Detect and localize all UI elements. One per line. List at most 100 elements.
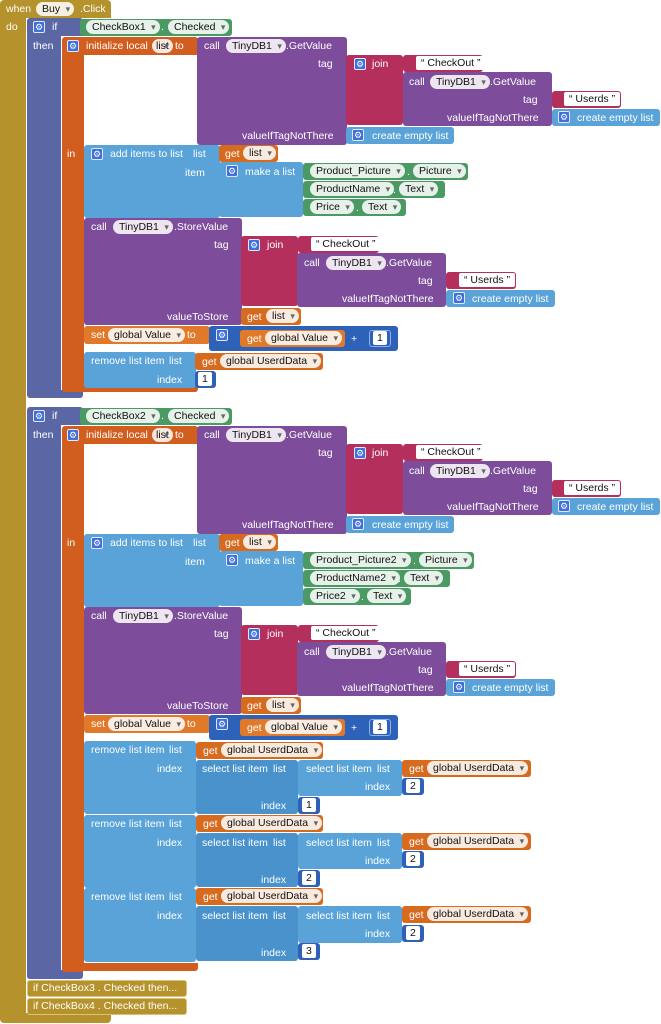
- property-dropdown[interactable]: Text: [404, 571, 444, 585]
- tinydb-dropdown[interactable]: TinyDB1: [226, 39, 286, 53]
- tinydb-dropdown[interactable]: TinyDB1: [113, 220, 173, 234]
- remove-list-item-block[interactable]: [84, 815, 196, 888]
- number-value[interactable]: 2: [406, 926, 420, 940]
- gear-icon[interactable]: ⚙: [67, 40, 79, 52]
- create-empty-list-block[interactable]: [346, 127, 454, 144]
- property-dropdown[interactable]: Text: [399, 182, 439, 196]
- select-list-item-inner[interactable]: [298, 760, 402, 796]
- var-dropdown[interactable]: list: [266, 309, 299, 323]
- global-var-dropdown[interactable]: global UserdData: [427, 907, 529, 921]
- number-value[interactable]: 2: [302, 871, 316, 885]
- gear-icon[interactable]: ⚙: [352, 518, 364, 530]
- global-var-dropdown[interactable]: global UserdData: [221, 816, 323, 830]
- remove-list-item-block[interactable]: [84, 888, 196, 962]
- gear-icon[interactable]: ⚙: [453, 681, 465, 693]
- global-var-dropdown[interactable]: global Value: [108, 328, 186, 342]
- tinydb-dropdown[interactable]: TinyDB1: [430, 75, 490, 89]
- number-value[interactable]: 1: [373, 331, 387, 345]
- number-value[interactable]: 1: [302, 798, 316, 812]
- tinydb-getvalue-block[interactable]: [197, 426, 347, 534]
- property-dropdown[interactable]: Text: [362, 200, 402, 214]
- number-value[interactable]: 1: [198, 372, 212, 386]
- checkout-string[interactable]: “ CheckOut ”: [311, 626, 381, 640]
- checkout-string[interactable]: “ CheckOut ”: [311, 237, 381, 251]
- number-value[interactable]: 2: [406, 852, 420, 866]
- create-empty-list-block[interactable]: [446, 679, 555, 696]
- var-dropdown[interactable]: list: [266, 698, 299, 712]
- property-dropdown[interactable]: Text: [367, 589, 407, 603]
- select-list-item-inner[interactable]: [298, 906, 402, 943]
- event-component-dropdown[interactable]: Buy: [36, 2, 75, 16]
- gear-icon[interactable]: ⚙: [33, 21, 45, 33]
- gear-icon[interactable]: ⚙: [248, 239, 260, 251]
- checkbox1-dropdown[interactable]: CheckBox1: [86, 20, 160, 34]
- gear-icon[interactable]: ⚙: [453, 292, 465, 304]
- remove-list-item-block[interactable]: [84, 741, 196, 814]
- gear-icon[interactable]: ⚙: [91, 148, 103, 160]
- select-list-item-block[interactable]: [196, 760, 298, 814]
- gear-icon[interactable]: ⚙: [248, 628, 260, 640]
- var-dropdown[interactable]: list: [243, 146, 276, 160]
- component-dropdown[interactable]: Product_Picture2: [310, 553, 411, 567]
- gear-icon[interactable]: ⚙: [558, 500, 570, 512]
- tinydb-dropdown[interactable]: TinyDB1: [326, 256, 386, 270]
- tinydb-storevalue-block[interactable]: [84, 607, 242, 714]
- global-var-dropdown[interactable]: global Value: [265, 720, 343, 734]
- checkout-string[interactable]: “ CheckOut ”: [416, 56, 486, 70]
- gear-icon[interactable]: ⚙: [558, 111, 570, 123]
- collapsed-if-checkbox4-block[interactable]: [27, 998, 187, 1015]
- checkbox2-dropdown[interactable]: CheckBox2: [86, 409, 160, 423]
- select-list-item-block[interactable]: [196, 833, 298, 887]
- global-var-dropdown[interactable]: global UserdData: [221, 889, 323, 903]
- global-var-dropdown[interactable]: global UserdData: [221, 743, 323, 757]
- property-dropdown[interactable]: Picture: [419, 553, 472, 567]
- select-list-item-block[interactable]: [196, 906, 298, 961]
- gear-icon[interactable]: ⚙: [91, 537, 103, 549]
- global-var-dropdown[interactable]: global Value: [265, 331, 343, 345]
- global-var-dropdown[interactable]: global UserdData: [427, 834, 529, 848]
- component-dropdown[interactable]: ProductName2: [310, 571, 401, 585]
- userds-string[interactable]: “ Userds ”: [564, 92, 621, 106]
- tinydb-dropdown[interactable]: TinyDB1: [326, 645, 386, 659]
- global-var-dropdown[interactable]: global UserdData: [220, 354, 322, 368]
- component-dropdown[interactable]: Price2: [310, 589, 360, 603]
- tinydb-dropdown[interactable]: TinyDB1: [430, 464, 490, 478]
- create-empty-list-block[interactable]: [346, 516, 454, 533]
- checked-property-dropdown[interactable]: Checked: [168, 20, 230, 34]
- remove-list-item-block[interactable]: [84, 352, 196, 388]
- component-dropdown[interactable]: Product_Picture: [310, 164, 405, 178]
- userds-string[interactable]: “ Userds ”: [459, 662, 516, 676]
- add-items-to-list-block[interactable]: [84, 145, 220, 218]
- local-var-name[interactable]: list: [152, 428, 173, 442]
- global-var-dropdown[interactable]: global Value: [108, 717, 186, 731]
- tinydb-storevalue-block[interactable]: [84, 218, 242, 325]
- gear-icon[interactable]: ⚙: [352, 129, 364, 141]
- number-value[interactable]: 3: [302, 944, 316, 958]
- number-value[interactable]: 2: [406, 779, 420, 793]
- gear-icon[interactable]: ⚙: [226, 165, 238, 177]
- select-list-item-inner[interactable]: [298, 833, 402, 869]
- userds-string[interactable]: “ Userds ”: [564, 481, 621, 495]
- tinydb-dropdown[interactable]: TinyDB1: [113, 609, 173, 623]
- create-empty-list-block[interactable]: [552, 498, 660, 515]
- number-value[interactable]: 1: [373, 720, 387, 734]
- gear-icon[interactable]: ⚙: [354, 447, 366, 459]
- userds-string[interactable]: “ Userds ”: [459, 273, 516, 287]
- create-empty-list-block[interactable]: [446, 290, 555, 307]
- gear-icon[interactable]: ⚙: [226, 554, 238, 566]
- checkout-string[interactable]: “ CheckOut ”: [416, 445, 486, 459]
- create-empty-list-block[interactable]: [552, 109, 660, 126]
- tinydb-getvalue-block[interactable]: [197, 37, 347, 145]
- add-items-to-list-block[interactable]: [84, 534, 220, 607]
- property-dropdown[interactable]: Picture: [413, 164, 466, 178]
- gear-icon[interactable]: ⚙: [67, 429, 79, 441]
- global-var-dropdown[interactable]: global UserdData: [427, 761, 529, 775]
- local-var-name[interactable]: list: [152, 39, 173, 53]
- gear-icon[interactable]: ⚙: [216, 329, 228, 341]
- var-dropdown[interactable]: list: [243, 535, 276, 549]
- component-dropdown[interactable]: Price: [310, 200, 354, 214]
- tinydb-dropdown[interactable]: TinyDB1: [226, 428, 286, 442]
- checked-property-dropdown[interactable]: Checked: [168, 409, 230, 423]
- collapsed-if-checkbox3-block[interactable]: [27, 980, 187, 997]
- gear-icon[interactable]: ⚙: [354, 58, 366, 70]
